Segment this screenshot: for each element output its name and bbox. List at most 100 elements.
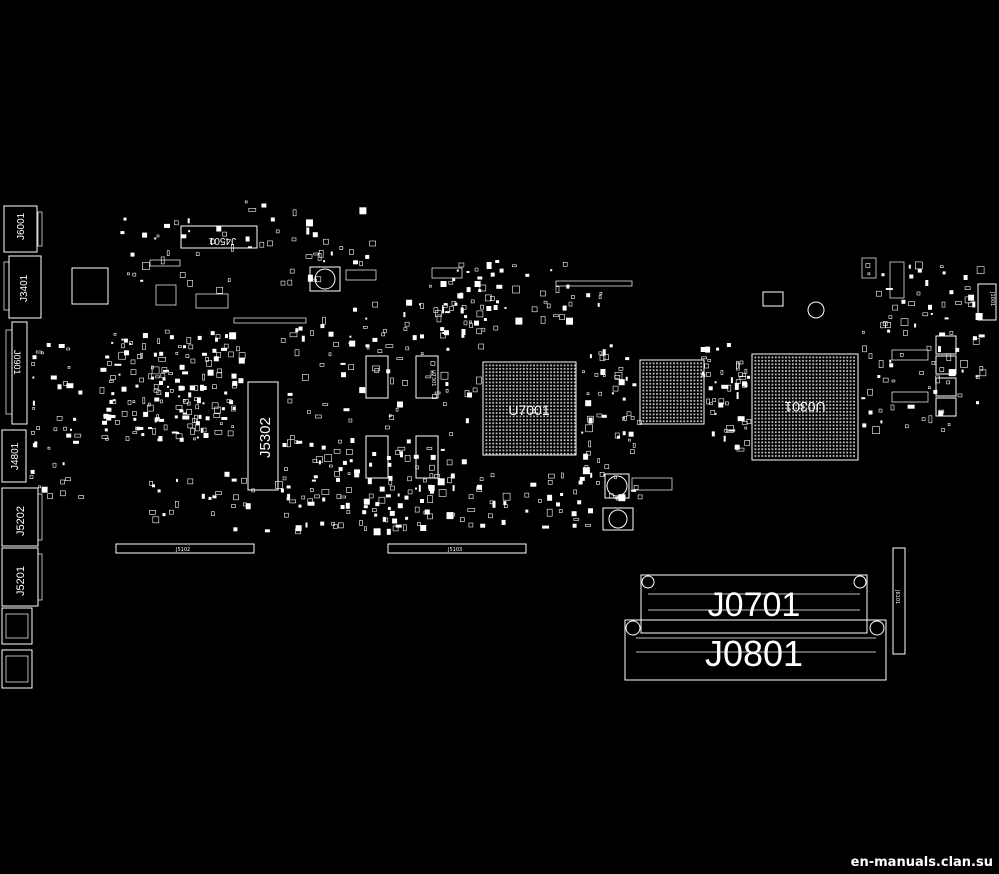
bga-ball xyxy=(768,427,770,430)
bga-ball xyxy=(560,435,563,438)
bga-ball xyxy=(798,438,801,440)
bga-ball xyxy=(849,383,852,386)
bga-ball xyxy=(669,396,672,399)
bga-ball xyxy=(536,418,539,421)
bga-ball xyxy=(836,424,838,427)
bga-ball xyxy=(662,420,665,423)
passive-part xyxy=(143,333,148,338)
bga-ball xyxy=(673,379,675,382)
bga-ball xyxy=(839,397,842,400)
bga-ball xyxy=(560,429,563,431)
passive-part xyxy=(353,307,357,312)
bga-ball xyxy=(822,356,825,359)
bga-ball xyxy=(832,431,835,434)
passive-part xyxy=(105,355,110,359)
bga-ball xyxy=(567,435,569,438)
bga-ball xyxy=(539,442,542,445)
bga-ball xyxy=(526,381,529,384)
bga-ball xyxy=(488,378,491,380)
bga-ball xyxy=(573,388,576,391)
passive-part xyxy=(106,414,112,421)
bga-ball xyxy=(798,410,801,413)
passive-part xyxy=(286,439,291,448)
bga-ball xyxy=(836,410,838,413)
passive-part xyxy=(154,417,157,423)
bga-ball xyxy=(696,416,699,419)
bga-ball xyxy=(659,416,662,419)
bga-ball xyxy=(553,367,556,370)
bga-ball xyxy=(666,379,669,382)
bga-ball xyxy=(795,359,798,362)
bga-ball xyxy=(815,370,818,372)
bga-ball xyxy=(839,434,842,437)
bga-ball xyxy=(563,395,566,397)
bga-ball xyxy=(536,435,539,438)
bga-ball xyxy=(829,410,832,413)
bga-ball xyxy=(774,356,777,359)
bga-ball xyxy=(802,438,804,440)
bga-ball xyxy=(533,449,535,452)
bga-ball xyxy=(539,449,542,452)
bga-ball xyxy=(570,429,573,431)
passive-part xyxy=(121,343,125,349)
bga-ball xyxy=(642,382,645,385)
bga-ball xyxy=(550,429,552,431)
bga-ball xyxy=(656,420,658,423)
bga-ball xyxy=(822,390,825,393)
bga-ball xyxy=(829,431,832,434)
bga-ball xyxy=(805,397,808,400)
passive-part xyxy=(735,362,740,371)
bga-ball xyxy=(795,390,798,393)
bga-ball xyxy=(788,448,791,451)
bga-ball xyxy=(815,421,818,423)
bga-ball xyxy=(795,455,798,457)
bga-ball xyxy=(802,404,804,406)
chip-right-3 xyxy=(889,261,905,299)
passive-part xyxy=(976,266,985,275)
bga-ball xyxy=(778,451,781,454)
passive-part xyxy=(397,493,400,497)
passive-part xyxy=(164,223,170,228)
passive-part xyxy=(525,273,530,277)
bga-ball xyxy=(526,452,529,455)
bga-ball xyxy=(536,446,539,448)
bga-ball xyxy=(556,412,559,414)
passive-part xyxy=(444,330,449,336)
bga-ball xyxy=(509,418,512,421)
passive-part xyxy=(147,402,151,407)
passive-part xyxy=(878,360,884,368)
bga-ball xyxy=(488,429,491,431)
passive-part xyxy=(139,377,144,383)
bga-ball xyxy=(567,408,569,411)
bga-ball xyxy=(693,393,696,395)
bga-ball xyxy=(485,429,488,431)
bga-ball xyxy=(539,398,542,401)
bga-ball xyxy=(771,404,774,406)
passive-part xyxy=(405,516,409,520)
passive-part xyxy=(103,414,109,417)
bga-ball xyxy=(539,364,542,367)
bga-ball xyxy=(774,400,777,403)
bga-ball xyxy=(771,407,774,410)
bga-ball xyxy=(757,431,760,434)
bga-ball xyxy=(556,367,559,370)
passive-part xyxy=(371,508,377,512)
passive-part xyxy=(543,300,548,304)
bga-ball xyxy=(819,407,821,410)
passive-part xyxy=(392,518,398,524)
bga-ball xyxy=(853,393,855,396)
passive-part xyxy=(720,370,724,375)
bga-ball xyxy=(761,431,764,434)
bga-ball xyxy=(499,439,501,442)
passive-part xyxy=(333,448,341,454)
bga-ball xyxy=(808,387,811,389)
bga-ball xyxy=(642,413,645,416)
passive-part xyxy=(556,502,560,507)
bga-ball xyxy=(485,388,488,391)
bga-ball xyxy=(505,364,508,367)
bga-ball xyxy=(825,370,828,372)
bga-ball xyxy=(509,425,512,428)
bga-ball xyxy=(836,400,838,403)
passive-part xyxy=(632,443,636,448)
bga-ball xyxy=(808,404,811,406)
